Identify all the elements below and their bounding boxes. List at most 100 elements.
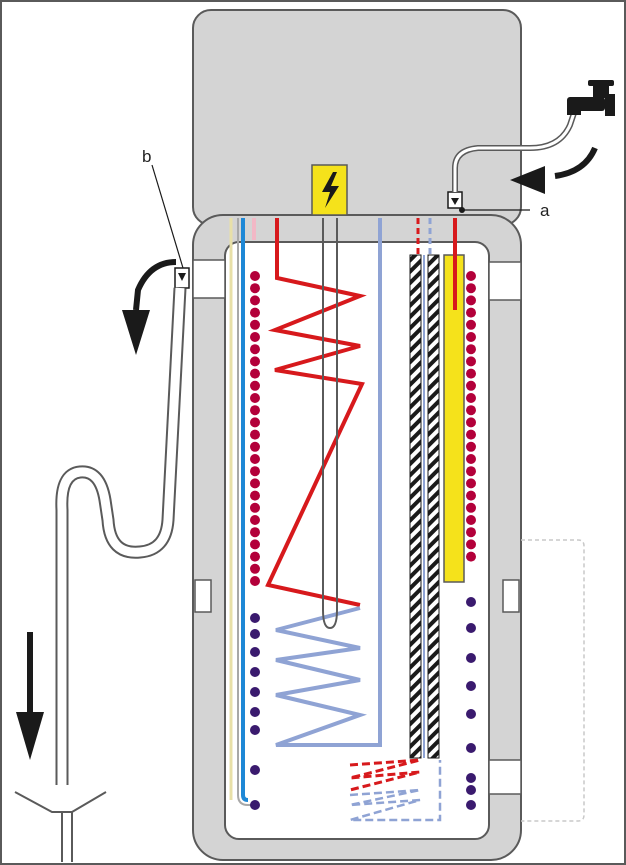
temperature-dot (466, 417, 476, 428)
inflow-arrow-shaft (554, 146, 598, 179)
temperature-dot (250, 800, 260, 810)
temperature-dot (466, 490, 476, 501)
temperature-dot (250, 441, 260, 452)
temperature-dot (250, 307, 260, 318)
lightning-bolt-icon (322, 172, 339, 208)
temperature-dot (250, 490, 260, 501)
drain-arrow-head (122, 310, 150, 355)
temperature-dot (466, 319, 476, 330)
temperature-dot (466, 773, 476, 783)
temperature-dot (250, 629, 260, 639)
left-bracket-top (192, 259, 226, 299)
temperature-dot (250, 380, 260, 391)
temperature-dot (250, 707, 260, 717)
temperature-dot (250, 356, 260, 367)
temperature-dot (250, 667, 260, 677)
temperature-dot (466, 307, 476, 318)
hot-coil (265, 218, 367, 607)
temperature-dot (250, 576, 260, 586)
external-unit-outline (521, 539, 585, 822)
temperature-dot (466, 743, 476, 753)
temperature-dot (250, 319, 260, 330)
drain-hose-inner (57, 287, 185, 785)
temperature-dot (466, 527, 476, 538)
dashed-cold-coil (349, 760, 442, 822)
temperature-dot (466, 344, 476, 355)
temperature-dot (466, 502, 476, 513)
temperature-dot (250, 454, 260, 464)
heating-element-rod (322, 218, 338, 630)
temperature-dot (250, 295, 260, 306)
cold-coil (275, 218, 382, 747)
right-bracket-top (488, 261, 522, 301)
temperature-dot (466, 368, 476, 379)
hatched-pipe-right (427, 254, 440, 759)
water-tap-icon (567, 80, 615, 116)
temperature-dot (466, 429, 476, 440)
temperature-dot (466, 271, 476, 281)
temperature-dot (250, 332, 260, 342)
temperature-dot (466, 283, 476, 294)
right-bracket-mid (502, 579, 520, 613)
drain-funnel-icon (14, 791, 107, 862)
temperature-dot (250, 527, 260, 538)
inlet-pipe-wall (237, 218, 255, 806)
temperature-dot (250, 502, 260, 513)
temperature-dot (250, 271, 260, 281)
temperature-dot (250, 563, 260, 574)
temperature-dot (250, 478, 260, 489)
temperature-dot (250, 687, 260, 697)
cold-water-pipe (241, 218, 249, 802)
temperature-dot (250, 551, 260, 562)
temperature-dot (466, 466, 476, 477)
label-a: a (540, 201, 550, 220)
label-b-leader (151, 164, 184, 269)
temperature-dot (466, 332, 476, 342)
temperature-dot (466, 393, 476, 403)
inflow-arrow-head (510, 166, 545, 194)
temperature-dot (250, 539, 260, 550)
temperature-dot (250, 368, 260, 379)
temperature-dot (250, 515, 260, 525)
temperature-dot (250, 417, 260, 428)
temperature-dot (466, 515, 476, 525)
drain-arrow-shaft (133, 259, 177, 311)
temperature-dot (466, 653, 476, 663)
outflow-arrow-head (16, 712, 44, 760)
temperature-dot (466, 441, 476, 452)
temperature-dot (466, 709, 476, 719)
temperature-dot (466, 551, 476, 562)
temperature-dot (466, 380, 476, 391)
temperature-dot (250, 344, 260, 355)
valve-arrow-icon (451, 198, 459, 205)
supply-hose-inner (453, 109, 577, 192)
temperature-dot (466, 539, 476, 550)
temperature-dot (250, 765, 260, 775)
temperature-dot (466, 597, 476, 607)
temperature-dot (466, 800, 476, 810)
temperature-dot (466, 623, 476, 633)
hatched-pipe-left (409, 254, 422, 759)
temperature-dot (250, 647, 260, 657)
temperature-dot (250, 405, 260, 416)
temperature-dot (466, 405, 476, 416)
temperature-dot (466, 681, 476, 691)
temperature-dot (250, 393, 260, 403)
left-bracket-mid (194, 579, 212, 613)
temperature-dot (466, 454, 476, 464)
temperature-dot (250, 429, 260, 440)
label-b: b (142, 147, 151, 166)
heat-pump-unit (192, 9, 522, 226)
drain-valve-arrow-icon (178, 273, 186, 281)
temperature-dots-right (466, 271, 476, 810)
temperature-dot (250, 613, 260, 623)
temperature-dot (466, 295, 476, 306)
temperature-dots-left (250, 271, 260, 810)
temperature-dot (250, 725, 260, 735)
temperature-dot (466, 356, 476, 367)
temperature-dot (250, 283, 260, 294)
temperature-dot (466, 478, 476, 489)
temperature-dot (250, 466, 260, 477)
